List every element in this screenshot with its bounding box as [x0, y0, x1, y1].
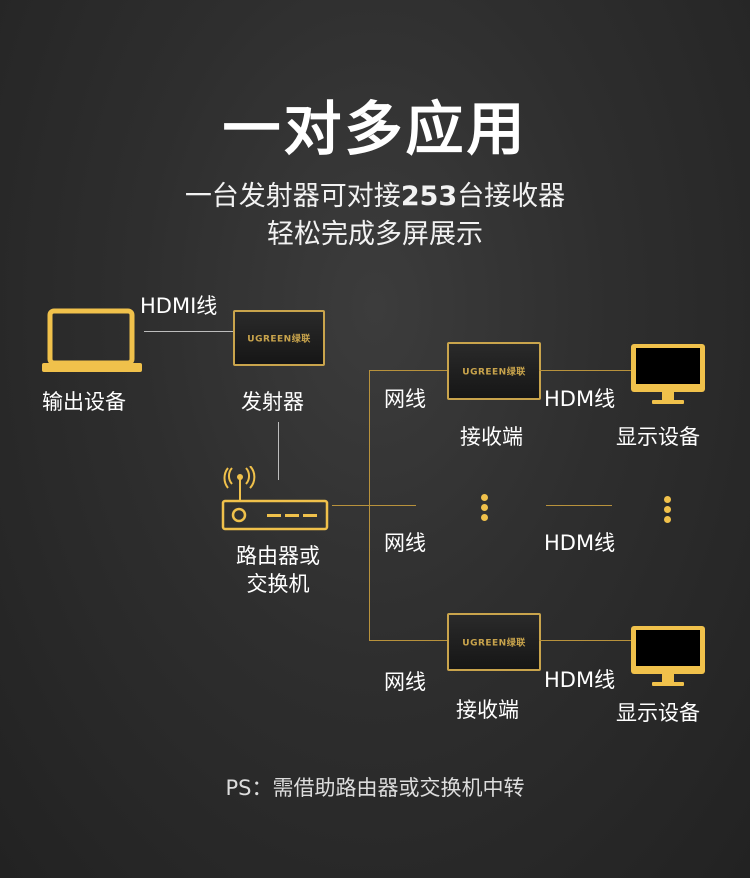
- transmitter-box: UGREEN绿联: [233, 310, 325, 366]
- ellipsis-receivers: [481, 494, 488, 524]
- receiver-label-1: 接收端: [460, 425, 523, 449]
- hdmi-cable-top-label: HDMI线: [140, 294, 218, 318]
- hdmi-line-3: [539, 640, 633, 641]
- monitor-icon: [631, 344, 705, 404]
- display-label-1: 显示设备: [616, 425, 700, 449]
- hdmi-cable-top-line: [144, 331, 234, 332]
- subtitle-line-2: 轻松完成多屏展示: [267, 219, 483, 250]
- footer-note: PS：需借助路由器或交换机中转: [225, 776, 525, 800]
- subtitle-suffix: 台接收器: [457, 181, 566, 212]
- hdmi-line-1: [539, 370, 633, 371]
- network-vertical-line: [369, 370, 370, 640]
- subtitle-line-1: 一台发射器可对接253台接收器: [0, 174, 750, 213]
- laptop-label: 输出设备: [42, 390, 126, 414]
- receiver-box-2: UGREEN绿联: [447, 613, 541, 671]
- router-label-line-1: 路由器或: [236, 544, 320, 568]
- laptop-icon: [42, 308, 142, 372]
- receiver-box-1: UGREEN绿联: [447, 342, 541, 400]
- brand-logo: UGREEN绿联: [247, 334, 311, 345]
- network-branch-top: [369, 370, 449, 371]
- page-title: 一对多应用: [222, 95, 528, 163]
- network-cable-label-1: 网线: [384, 387, 426, 411]
- hdmi-cable-label-2: HDM线: [544, 531, 616, 555]
- router-label: 路由器或 交换机: [218, 542, 338, 598]
- router-icon: [221, 466, 329, 531]
- router-label-line-2: 交换机: [246, 572, 310, 596]
- brand-logo: UGREEN绿联: [462, 638, 526, 649]
- ellipsis-displays: [664, 496, 671, 526]
- subtitle-number: 253: [400, 181, 458, 212]
- display-label-2: 显示设备: [616, 701, 700, 725]
- router-trunk-line: [332, 505, 416, 506]
- hdmi-line-2: [546, 505, 612, 506]
- network-cable-label-3: 网线: [384, 670, 426, 694]
- subtitle-prefix: 一台发射器可对接: [184, 181, 401, 212]
- hdmi-cable-label-3: HDM线: [544, 668, 616, 692]
- receiver-label-2: 接收端: [456, 698, 519, 722]
- transmitter-router-line: [278, 422, 279, 480]
- monitor-icon: [631, 626, 705, 686]
- brand-logo: UGREEN绿联: [462, 367, 526, 378]
- network-branch-bottom: [369, 640, 449, 641]
- hdmi-cable-label-1: HDM线: [544, 387, 616, 411]
- transmitter-label: 发射器: [241, 390, 304, 414]
- network-cable-label-2: 网线: [384, 531, 426, 555]
